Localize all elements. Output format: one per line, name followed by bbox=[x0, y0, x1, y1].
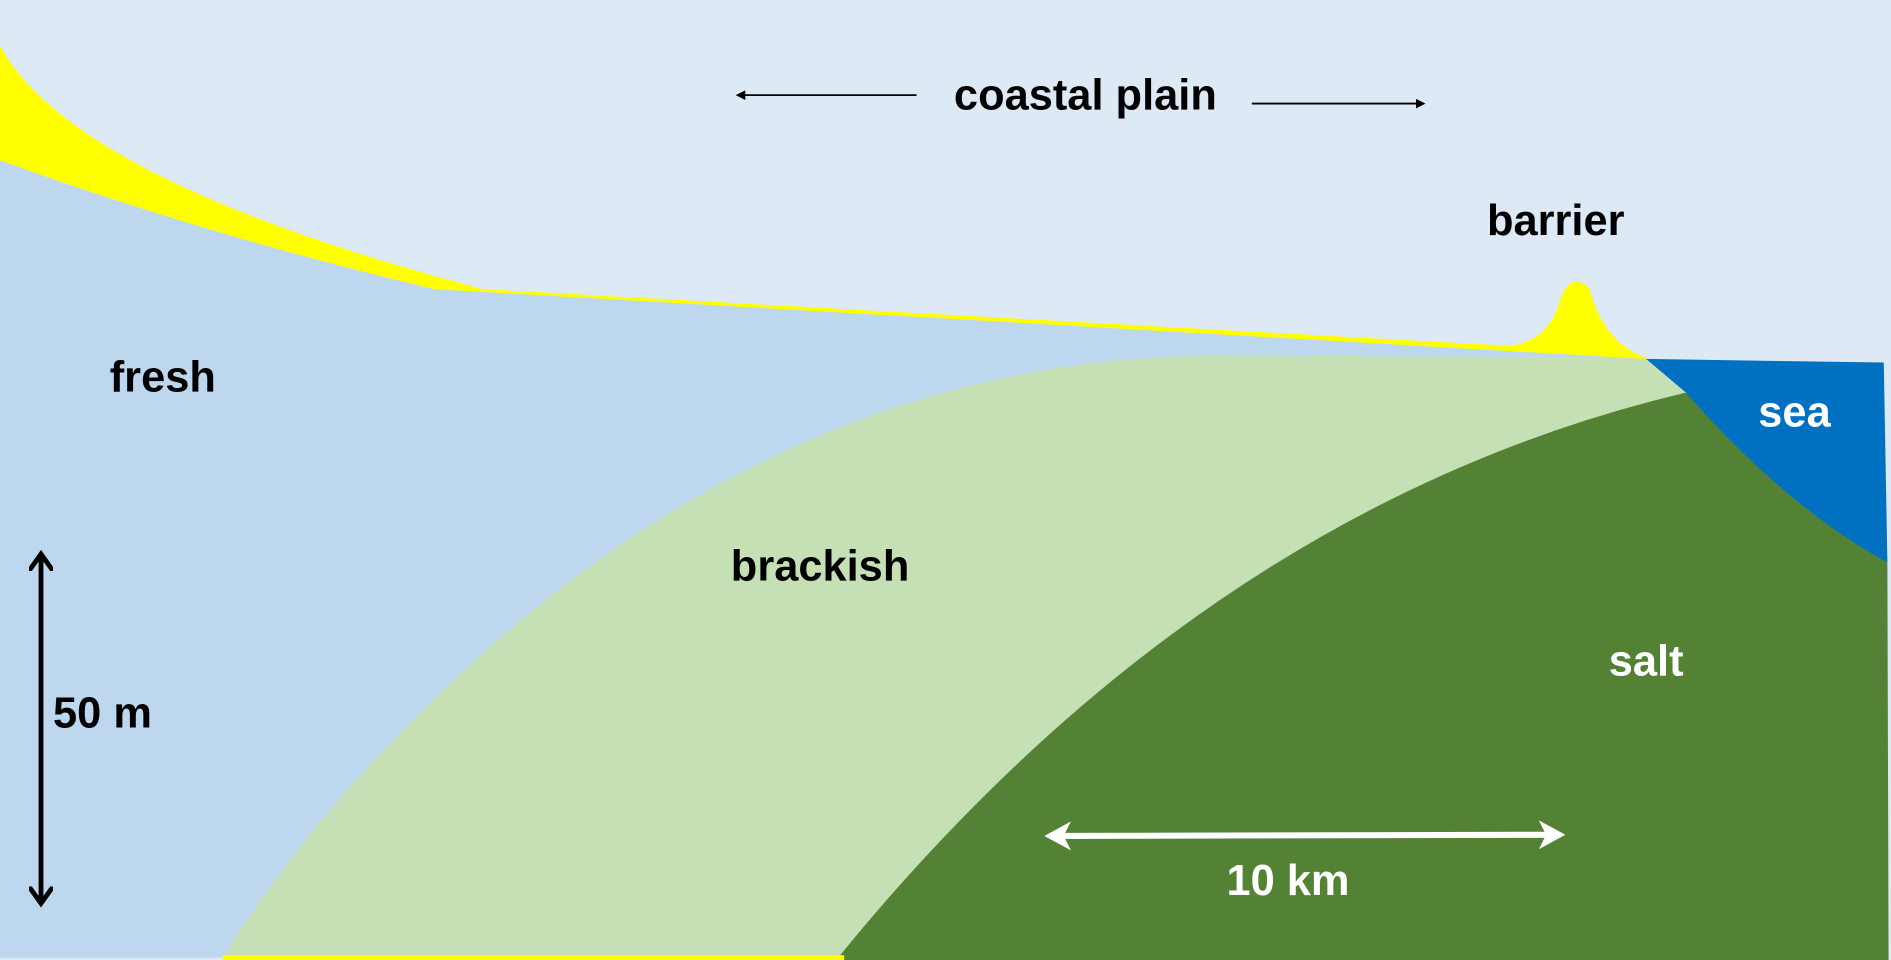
fresh-label: fresh bbox=[110, 353, 216, 401]
barrier-label: barrier bbox=[1487, 197, 1625, 245]
sea-zone bbox=[1646, 358, 1888, 563]
sea-label: sea bbox=[1758, 388, 1831, 436]
sand-layer bbox=[0, 45, 1647, 359]
horizontal-scale-label: 10 km bbox=[1226, 857, 1349, 905]
vertical-scale-label: 50 m bbox=[53, 690, 152, 738]
brackish-label: brackish bbox=[731, 543, 910, 591]
fresh-water-zone bbox=[0, 160, 1647, 958]
salt-label: salt bbox=[1609, 638, 1684, 686]
salt-water-zone bbox=[838, 392, 1889, 960]
brackish-water-zone bbox=[223, 355, 1686, 958]
horizontal-scale-arrow-icon bbox=[1044, 820, 1566, 851]
bottom-sand-line bbox=[223, 955, 845, 960]
coastal-plain-label: coastal plain bbox=[954, 72, 1217, 120]
